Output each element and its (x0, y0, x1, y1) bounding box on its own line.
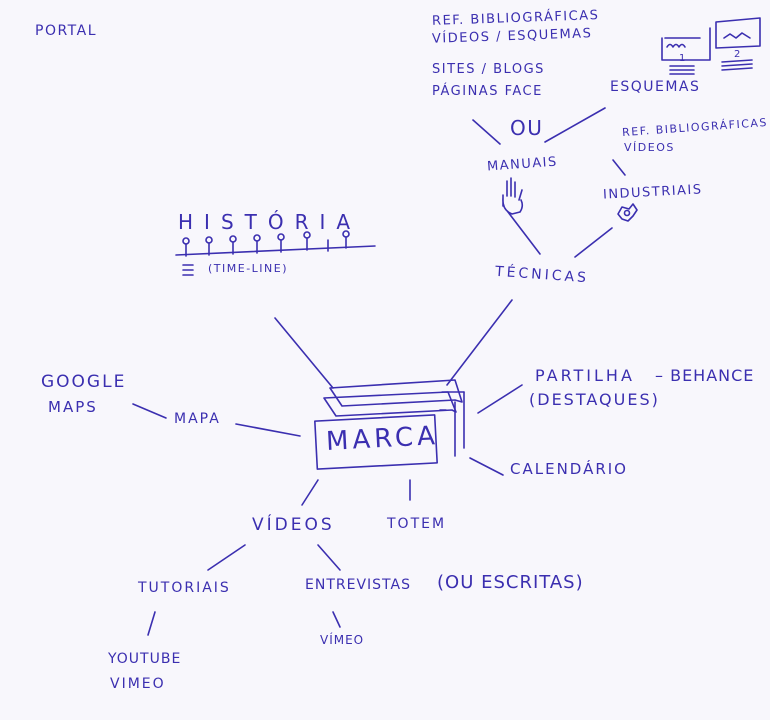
tecnicas-list-4: PÁGINAS FACE (432, 84, 543, 99)
sketch-number-2: 2 (734, 49, 742, 60)
line-marca-videos (301, 479, 319, 506)
line-marca-calendario (469, 457, 504, 476)
line-marca-historia (274, 317, 334, 389)
line-tecnicas-industriais (574, 227, 613, 258)
line-industriais-list (612, 159, 626, 176)
totem-label: TOTEM (387, 516, 447, 532)
google-label: GOOGLE (41, 372, 127, 392)
line-videos-tutoriais (207, 544, 246, 571)
entrevistas-label: ENTREVISTAS (305, 577, 411, 593)
tutoriais-sub-1: YOUTUBE (108, 651, 182, 667)
layout-sketch-1 (661, 27, 711, 75)
entrevistas-sub: VÍMEO (320, 633, 365, 647)
behance-label: – BEHANCE (655, 366, 755, 385)
marca-cards (314, 379, 465, 470)
tutoriais-sub-2: VIMEO (110, 676, 166, 692)
industriais-list-2: VÍDEOS (624, 141, 675, 154)
line-ou-left (472, 119, 501, 145)
layout-sketch-2 (715, 17, 761, 71)
line-ou-right (544, 107, 606, 143)
esquemas-label: ESQUEMAS (610, 79, 701, 95)
line-marca-tecnicas (446, 299, 513, 386)
ou-label: OU (510, 116, 544, 140)
entrevistas-note: (OU ESCRITAS) (437, 572, 584, 593)
line-entrevistas-sub (332, 611, 341, 628)
tecnicas-list-3: SITES / BLOGS (432, 62, 545, 77)
timeline-label: (TIME-LINE) (208, 262, 289, 275)
historia-label: HISTÓRIA (178, 210, 362, 234)
maps-label: MAPS (48, 398, 98, 416)
sketch-number-1: 1 (679, 53, 687, 64)
line-tutoriais-sub (147, 611, 156, 636)
gear-icon (617, 203, 638, 222)
line-mapa-google (132, 403, 167, 419)
portal-title: PORTAL (35, 23, 98, 39)
timeline-drawing (175, 230, 376, 276)
marca-label: MARCA (325, 421, 440, 457)
tutoriais-label: TUTORIAIS (138, 580, 231, 596)
videos-label: VÍDEOS (252, 515, 335, 535)
line-marca-mapa (235, 423, 301, 437)
line-videos-entrevistas (317, 544, 341, 571)
line-marca-partilha (477, 384, 523, 414)
calendario-label: CALENDÁRIO (510, 460, 628, 478)
line-tecnicas-manuais (507, 211, 541, 255)
partilha-label: PARTILHA (535, 366, 635, 385)
hand-icon (502, 177, 524, 215)
destaques-label: (DESTAQUES) (529, 390, 660, 409)
mapa-label: MAPA (174, 411, 221, 427)
